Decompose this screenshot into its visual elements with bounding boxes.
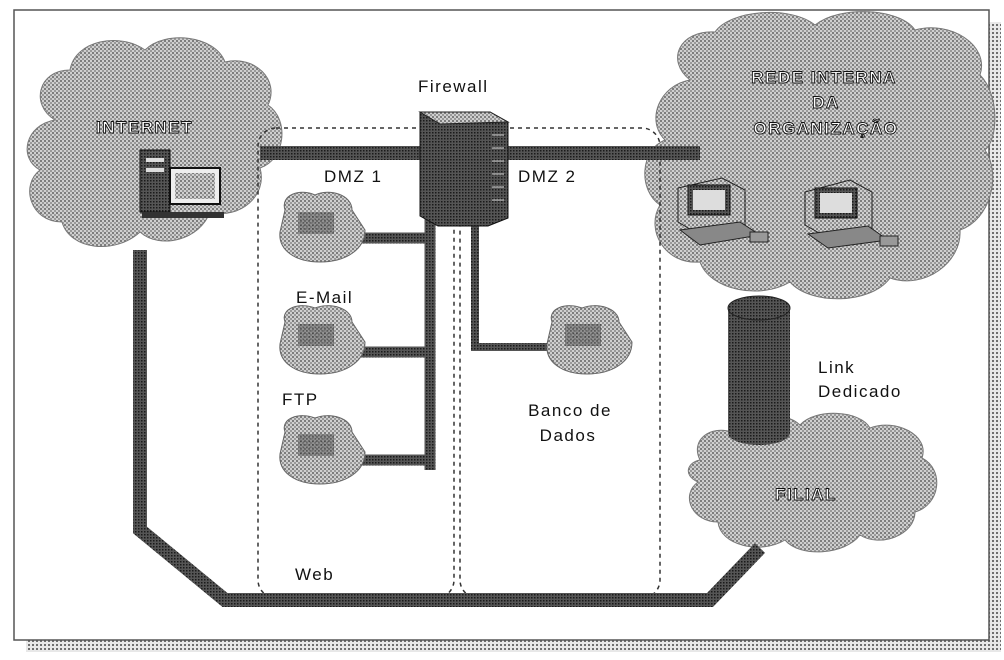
internal-network-label-line3: ORGANIZAÇÃO: [754, 118, 899, 138]
branch-cloud: [688, 413, 936, 552]
web-label: Web: [295, 565, 334, 584]
link-label-line1: Link: [818, 358, 855, 377]
dmz1-label: DMZ 1: [324, 167, 383, 186]
database-label-line1: Banco de: [528, 401, 612, 420]
firewall-device: [420, 112, 508, 226]
internal-network-label-line1: REDE INTERNA: [751, 68, 897, 87]
dedicated-link-cylinder: [728, 296, 790, 445]
email-label: E-Mail: [296, 288, 353, 307]
ftp-label: FTP: [282, 390, 319, 409]
branch-label: FILIAL: [775, 485, 837, 504]
firewall-label: Firewall: [418, 77, 489, 96]
database-label-line2: Dados: [540, 426, 597, 445]
internet-label: INTERNET: [96, 118, 193, 137]
link-label-line2: Dedicado: [818, 382, 902, 401]
internal-network-label-line2: DA: [812, 93, 840, 112]
dmz2-label: DMZ 2: [518, 167, 577, 186]
